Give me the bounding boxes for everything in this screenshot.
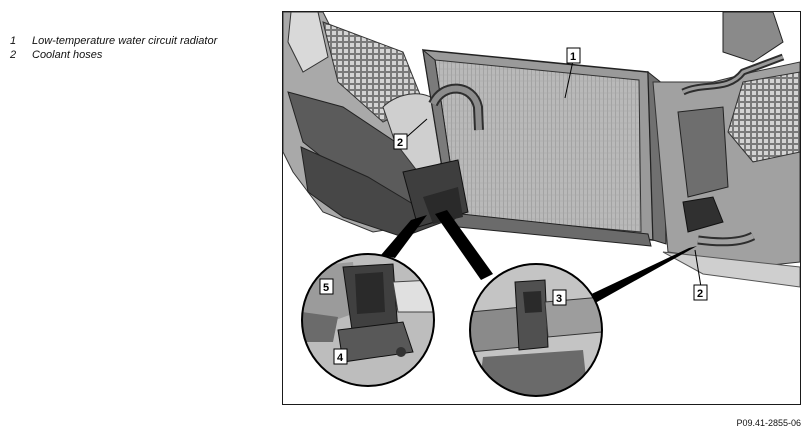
callout-1: 1 [566,47,581,64]
callout-label: 3 [556,293,562,305]
legend-number: 2 [10,49,17,61]
detail-view-right [469,263,603,397]
magnifier-connectors [381,210,697,302]
callout-5: 5 [319,278,334,295]
right-engine-bay [652,12,800,288]
callout-4: 4 [333,348,348,365]
left-bumper-assembly [283,12,446,238]
illustration-drawing: 1 2 2 3 4 5 [283,12,800,397]
detail-view-left [301,253,435,387]
legend-item: 2 Coolant hoses [10,48,217,62]
callout-label: 4 [337,352,344,364]
legend: 1 Low-temperature water circuit radiator… [10,34,217,62]
callout-label: 5 [323,282,329,294]
callout-2-right: 2 [693,284,708,301]
technical-illustration: 1 2 2 3 4 5 [282,11,801,405]
legend-item: 1 Low-temperature water circuit radiator [10,34,217,48]
callout-3: 3 [552,289,567,306]
callout-label: 2 [697,288,703,300]
callout-label: 2 [397,137,403,149]
left-bracket [402,159,469,228]
radiator [422,48,667,247]
legend-text: Coolant hoses [32,49,103,61]
legend-number: 1 [10,35,17,47]
figure-code: P09.41-2855-06 [736,418,801,428]
callout-2-left: 2 [393,133,408,150]
legend-text: Low-temperature water circuit radiator [32,35,218,47]
callout-label: 1 [570,51,576,63]
coolant-hose-left [428,83,484,131]
